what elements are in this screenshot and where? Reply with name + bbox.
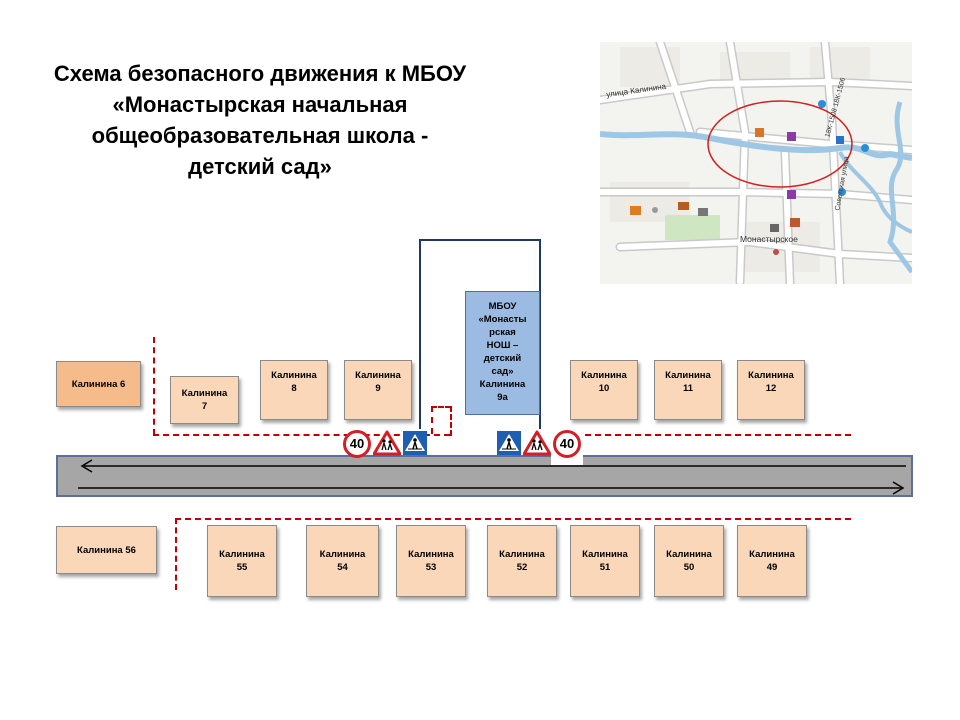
map-label-village: Монастырское — [740, 234, 798, 244]
house-label: Калинина 6 — [71, 378, 126, 390]
speed-limit-sign: 40 — [551, 428, 583, 465]
house-number: 8 — [291, 383, 297, 394]
speed-limit-sign: 40 — [343, 430, 371, 463]
inset-map: улица Калинина 18К-1508 18К-1506 Советск… — [600, 42, 912, 284]
house-number: 9 — [375, 383, 381, 394]
house-label: Калинина — [749, 549, 795, 560]
house-label: Калинина — [499, 549, 545, 560]
route-dash — [175, 518, 177, 590]
house-kalinina-55: Калинина 55 — [207, 525, 277, 597]
house-kalinina-9: Калинина 9 — [344, 360, 412, 420]
crosswalk-sign — [497, 431, 521, 460]
house-number: 49 — [766, 562, 778, 573]
children-warning-icon — [522, 430, 552, 456]
title-line: общеобразовательная школа - — [91, 123, 429, 148]
house-label: Калинина — [582, 549, 628, 560]
house-label: Калинина 56 — [77, 544, 136, 556]
school-label: детский — [483, 353, 522, 364]
house-number: 53 — [425, 562, 437, 573]
house-label: Калинина — [219, 549, 265, 560]
house-kalinina-53: Калинина 53 — [396, 525, 466, 597]
house-label: Калинина — [408, 549, 454, 560]
house-kalinina-54: Калинина 54 — [306, 525, 379, 597]
school-building: МБОУ «Монасты рская НОШ – детский сад» К… — [465, 291, 540, 415]
speed-limit-value: 40 — [559, 436, 575, 451]
road-kalinina — [56, 455, 913, 497]
pedestrian-crossing-icon — [497, 431, 521, 455]
school-label: рская — [489, 327, 516, 338]
route-dash — [450, 406, 452, 436]
house-label: Калинина — [355, 370, 401, 381]
house-number: 52 — [516, 562, 528, 573]
house-kalinina-49: Калинина 49 — [737, 525, 807, 597]
route-dash — [575, 434, 851, 436]
school-label: 9а — [497, 392, 508, 403]
school-label: сад» — [491, 366, 514, 377]
house-kalinina-56: Калинина 56 — [56, 526, 157, 574]
house-kalinina-51: Калинина 51 — [570, 525, 640, 597]
route-dash — [175, 518, 851, 520]
house-kalinina-7: Калинина 7 — [170, 376, 239, 424]
school-label: МБОУ — [488, 301, 517, 312]
house-label: Калинина — [748, 370, 794, 381]
children-warning-sign — [372, 430, 402, 461]
title-line: «Монастырская начальная — [112, 92, 408, 117]
house-label: Калинина — [271, 370, 317, 381]
route-dash — [431, 406, 433, 434]
children-warning-sign — [522, 430, 552, 461]
house-kalinina-50: Калинина 50 — [654, 525, 724, 597]
title-line: Схема безопасного движения к МБОУ — [53, 61, 467, 86]
house-kalinina-12: Калинина 12 — [737, 360, 805, 420]
house-kalinina-8: Калинина 8 — [260, 360, 328, 420]
page-title: Схема безопасного движения к МБОУ «Монас… — [40, 58, 480, 182]
house-number: 11 — [682, 383, 694, 394]
house-kalinina-52: Калинина 52 — [487, 525, 557, 597]
house-label: Калинина — [581, 370, 627, 381]
school-label: НОШ – — [486, 340, 519, 351]
house-label: Калинина — [319, 549, 366, 560]
house-kalinina-10: Калинина 10 — [570, 360, 638, 420]
school-label: «Монасты — [478, 314, 527, 325]
house-number: 54 — [337, 562, 348, 573]
route-dash — [153, 434, 450, 436]
route-dash — [431, 406, 451, 408]
house-number: 51 — [599, 562, 611, 573]
house-number: 7 — [201, 401, 208, 412]
map-graphic — [600, 42, 912, 284]
speed-limit-icon — [553, 430, 581, 458]
house-label: Калинина — [666, 549, 712, 560]
house-label: Калинина — [665, 370, 711, 381]
house-number: 12 — [765, 383, 777, 394]
speed-limit-value: 40 — [349, 436, 365, 451]
speed-limit-icon — [343, 430, 371, 458]
pedestrian-crossing-icon — [403, 431, 427, 455]
house-number: 55 — [236, 562, 248, 573]
house-kalinina-11: Калинина 11 — [654, 360, 722, 420]
house-number: 10 — [598, 383, 610, 394]
school-territory — [419, 239, 541, 429]
children-warning-icon — [372, 430, 402, 456]
house-number: 50 — [683, 562, 695, 573]
house-label: Калинина — [181, 388, 228, 399]
house-kalinina-6: Калинина 6 — [56, 361, 141, 407]
traffic-arrows — [78, 459, 906, 495]
title-line: детский сад» — [188, 154, 332, 179]
route-dash — [153, 337, 155, 435]
school-label: Калинина — [479, 379, 526, 390]
crosswalk-sign — [403, 431, 427, 460]
